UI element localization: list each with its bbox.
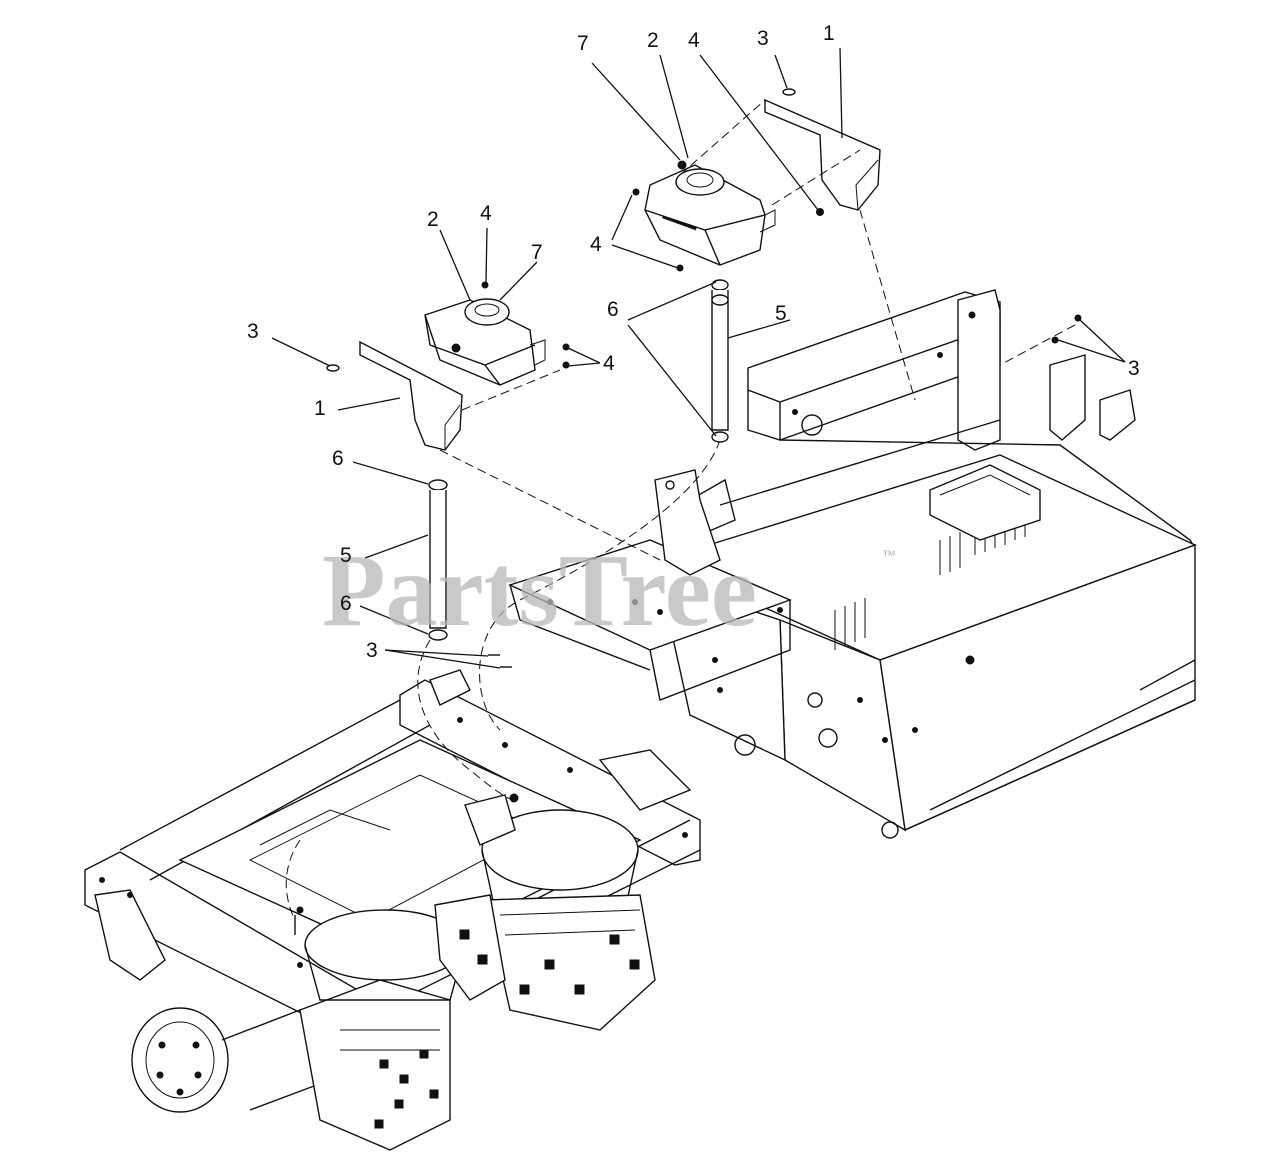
callout-labels: 7 2 4 3 1 4 6 5 3 2 4 7 3 4 1 6 5 6 3 [247,22,1140,662]
watermark: PartsTree ™ [322,533,896,648]
callout-6-right: 6 [607,298,619,321]
callout-4-right-side: 4 [590,233,602,256]
callout-2-left: 2 [427,208,439,231]
callout-2-right: 2 [647,29,659,52]
watermark-text: PartsTree [322,533,757,648]
hydraulic-reservoir-left-icon [326,281,661,668]
callout-4-left-top: 4 [480,202,492,225]
callout-1-left: 1 [314,397,326,420]
callout-3-right-frame: 3 [1128,357,1140,380]
callout-5-left: 5 [340,544,352,567]
rear-frame [84,439,721,1151]
callout-1-right: 1 [823,22,835,45]
hydraulic-reservoir-right-icon: ▬▬▬▬ [632,88,1082,443]
callout-7-left: 7 [531,241,543,264]
leader-lines [271,47,1126,669]
callout-4-left-side: 4 [603,352,615,375]
callout-4-right-top: 4 [688,29,700,52]
callout-3-left-bottom: 3 [366,639,378,662]
callout-3-right-top: 3 [757,27,769,50]
callout-6-left-top: 6 [332,447,344,470]
watermark-trademark: ™ [882,547,896,563]
callout-7-right: 7 [577,32,589,55]
callout-5-right: 5 [775,302,787,325]
callout-6-left-bottom: 6 [340,592,352,615]
main-frame [508,289,1197,839]
callout-3-left-top: 3 [247,320,259,343]
